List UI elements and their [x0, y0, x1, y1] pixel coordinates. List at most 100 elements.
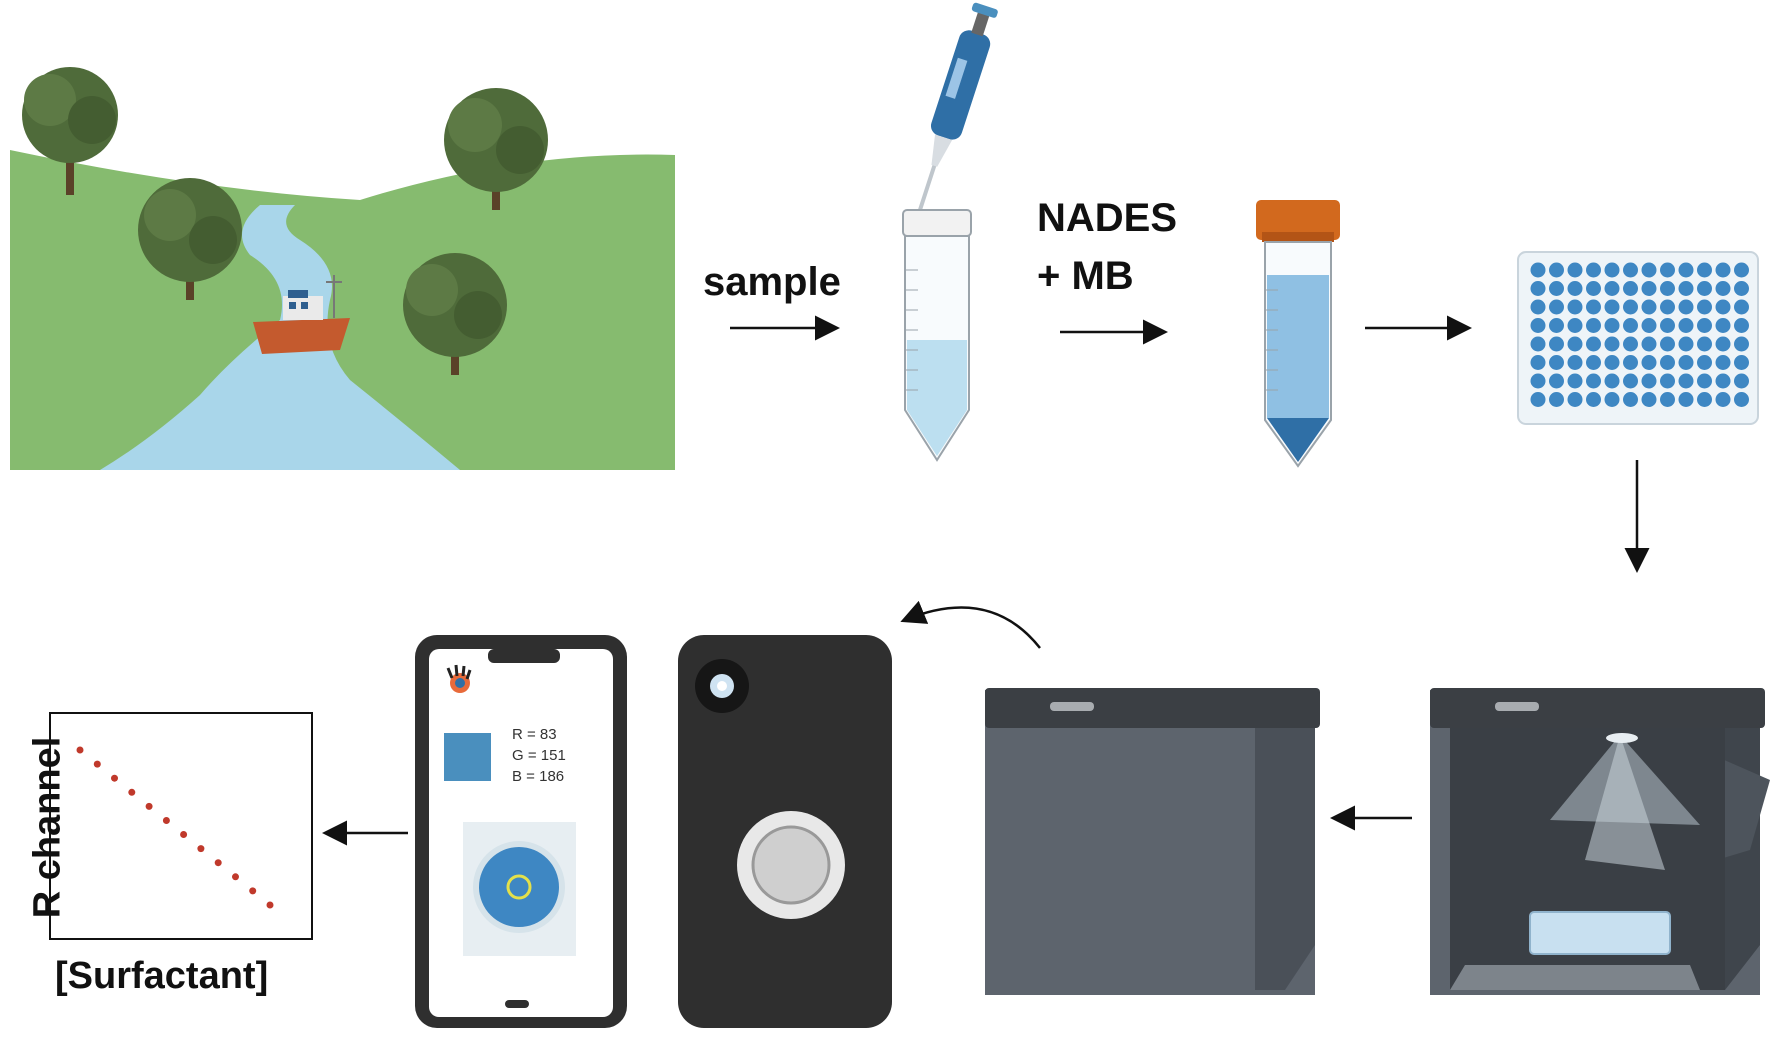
plot-point [162, 817, 170, 824]
well [1660, 336, 1675, 352]
well [1641, 336, 1657, 352]
well [1567, 373, 1583, 389]
well [1549, 392, 1564, 407]
well [1715, 299, 1731, 315]
well [1549, 281, 1564, 296]
pipette-icon [910, 2, 998, 233]
well [1586, 318, 1601, 333]
plot-point [111, 774, 118, 782]
well [1641, 355, 1657, 370]
well [1549, 299, 1564, 315]
plot-ylabel: R channel [26, 736, 69, 919]
river-landscape [10, 67, 675, 470]
well [1678, 262, 1694, 278]
plot-point [180, 831, 188, 838]
well [1734, 355, 1749, 370]
well [1715, 336, 1731, 352]
phone-front: R = 83 G = 151 B = 186 [415, 635, 627, 1028]
well-plate [1517, 251, 1759, 425]
well [1530, 318, 1546, 333]
well [1697, 281, 1712, 296]
readout-b: B = 186 [512, 768, 564, 785]
plot-point [145, 802, 153, 810]
well [1734, 373, 1749, 389]
well [1678, 392, 1694, 407]
phone-back [678, 635, 892, 1028]
well [1567, 336, 1583, 352]
well [1586, 336, 1601, 352]
well [1530, 281, 1546, 296]
well [1604, 299, 1620, 315]
well [1549, 262, 1564, 278]
well [1715, 373, 1731, 389]
tube-with-sample [902, 209, 972, 462]
well [1604, 318, 1620, 333]
plot-point [128, 788, 136, 796]
well [1567, 392, 1583, 407]
well [1678, 336, 1694, 352]
plot-point [197, 845, 205, 853]
boat-icon [253, 275, 350, 354]
well [1697, 262, 1712, 278]
well [1697, 355, 1712, 370]
well [1715, 392, 1731, 407]
well [1715, 318, 1731, 333]
tree-icon [444, 88, 548, 210]
well [1734, 336, 1749, 352]
well [1641, 299, 1657, 315]
well [1530, 299, 1546, 315]
result-plot [49, 712, 313, 940]
plot-point [214, 859, 222, 867]
well [1678, 299, 1694, 315]
well [1734, 299, 1749, 315]
well [1530, 392, 1546, 407]
well [1530, 262, 1546, 278]
well [1660, 373, 1675, 389]
well [1641, 318, 1657, 333]
app-logo-icon [446, 664, 472, 693]
well [1586, 355, 1601, 370]
well [1623, 355, 1638, 370]
well [1734, 318, 1749, 333]
well [1678, 373, 1694, 389]
well [1530, 355, 1546, 370]
well [1604, 373, 1620, 389]
well [1549, 355, 1564, 370]
well [1660, 281, 1675, 296]
well [1734, 281, 1749, 296]
well [1734, 262, 1749, 278]
plot-point [232, 873, 239, 881]
well [1567, 355, 1583, 370]
well [1604, 262, 1620, 278]
well [1586, 262, 1601, 278]
well [1567, 299, 1583, 315]
well [1660, 355, 1675, 370]
tree-icon [138, 178, 242, 300]
imaging-box-closed [985, 688, 1320, 995]
well [1697, 392, 1712, 407]
well [1715, 281, 1731, 296]
well [1604, 355, 1620, 370]
color-swatch [444, 733, 491, 781]
well [1586, 373, 1601, 389]
well [1678, 281, 1694, 296]
well [1660, 392, 1675, 407]
well [1678, 355, 1694, 370]
well [1567, 318, 1583, 333]
plot-point [76, 746, 84, 754]
well [1697, 299, 1712, 315]
well [1549, 373, 1564, 389]
well [1715, 355, 1731, 370]
well [1567, 262, 1583, 278]
well [1530, 373, 1546, 389]
well [1567, 281, 1583, 296]
well [1623, 318, 1638, 333]
well [1641, 373, 1657, 389]
well [1697, 336, 1712, 352]
well [1586, 299, 1601, 315]
label-sample: sample [703, 260, 841, 304]
well [1697, 373, 1712, 389]
well [1586, 392, 1601, 407]
arrow-curved [900, 600, 1041, 649]
